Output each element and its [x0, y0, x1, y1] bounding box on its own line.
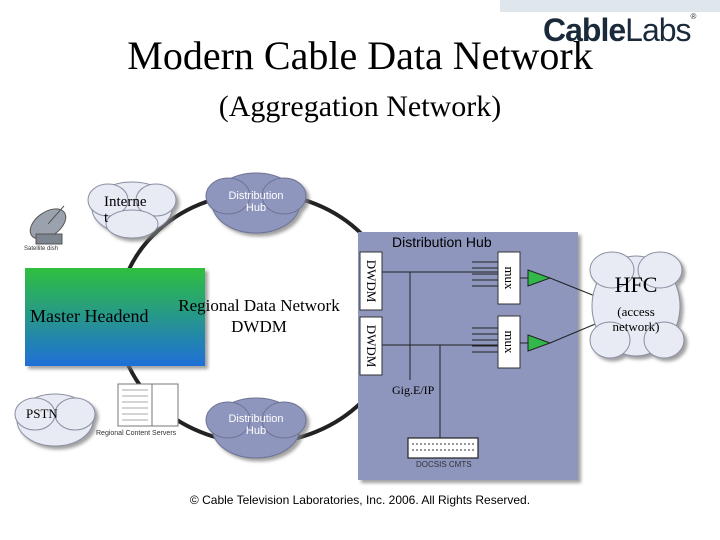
pstn-label: PSTN: [26, 406, 58, 421]
dwdm-bottom-box: [359, 316, 383, 376]
dwdm-top-box: [359, 251, 383, 311]
hub-bottom-label: Distribution Hub: [228, 413, 284, 437]
page-title: Modern Cable Data Network: [127, 33, 593, 78]
logo-bar: [500, 0, 720, 12]
pstn-cloud: [14, 393, 96, 447]
master-headend-label: Master Headend: [30, 306, 149, 326]
servers-label: Regional Content Servers: [96, 430, 177, 437]
mux-bottom-box: [497, 315, 521, 369]
dwdm-bottom-label: DWDM: [364, 324, 379, 368]
hfc-subtitle: (access network): [612, 304, 660, 334]
cmts-label: DOCSIS CMTS: [416, 460, 472, 469]
distribution-hub-bottom-cloud: [205, 397, 307, 459]
internet-label: Interne t: [104, 194, 147, 226]
dwdm-top-label: DWDM: [364, 259, 379, 303]
mux-top-label: mux: [502, 266, 517, 290]
distribution-hub-top-cloud: [205, 172, 307, 234]
mux-bottom-label: mux: [502, 330, 517, 354]
cmts-device: [407, 437, 479, 459]
master-headend-box: [25, 268, 205, 366]
ring-label-1: Regional Data Network: [178, 296, 340, 315]
ring-label-2: DWDM: [231, 317, 287, 336]
hub-main-label: Distribution Hub: [392, 234, 492, 250]
hfc-cloud: [589, 251, 685, 359]
gige-label: Gig.E/IP: [392, 383, 435, 397]
satellite-label: Satellite dish: [24, 246, 59, 252]
copyright-notice: © Cable Television Laboratories, Inc. 20…: [189, 493, 531, 507]
content-servers-icon: [117, 383, 179, 427]
satellite-dish-icon: [29, 205, 67, 245]
page-subtitle: (Aggregation Network): [218, 90, 502, 123]
internet-cloud: [87, 181, 177, 239]
hfc-title: HFC: [614, 272, 658, 297]
hub-top-label: Distribution Hub: [228, 190, 284, 214]
cablelabs-logo: CableLabs®: [543, 12, 696, 48]
